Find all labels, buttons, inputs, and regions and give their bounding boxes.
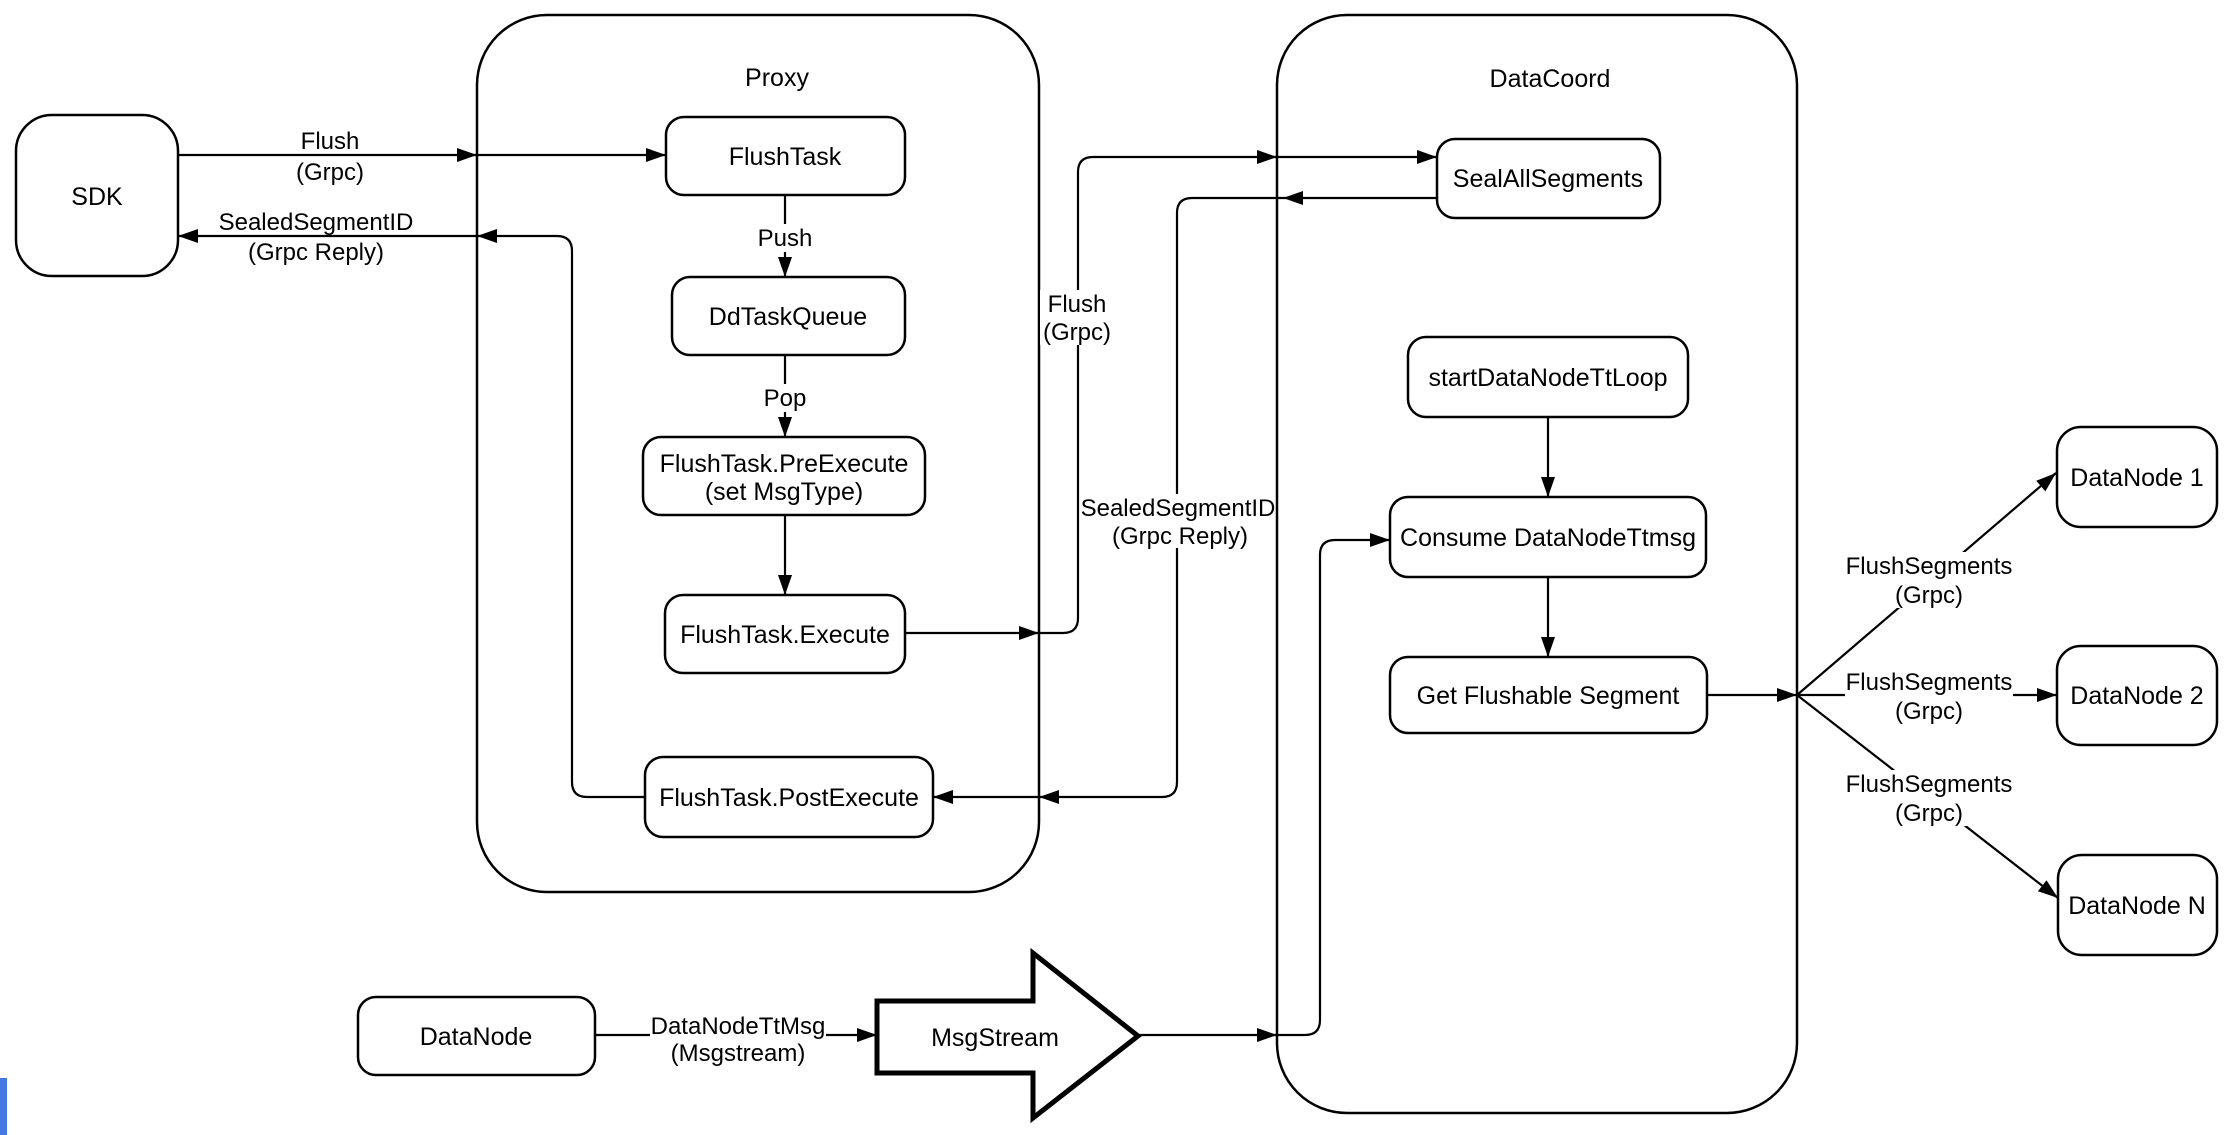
proxy-title: Proxy bbox=[745, 64, 809, 92]
edge-labels: Flush (Grpc) SealedSegmentID (Grpc Reply… bbox=[219, 128, 2013, 1067]
label-flushsegments2-bg bbox=[1845, 668, 2013, 724]
label-flushsegments1-line2: (Grpc) bbox=[1895, 582, 1963, 609]
datanode1-label: DataNode 1 bbox=[2070, 464, 2203, 492]
node-datanoden: DataNode N bbox=[2056, 853, 2219, 957]
flushtask-postexecute-label: FlushTask.PostExecute bbox=[659, 784, 919, 812]
node-datanode1: DataNode 1 bbox=[2055, 425, 2219, 529]
get-flushable-segment-label: Get Flushable Segment bbox=[1417, 682, 1680, 710]
datacoord-boundary bbox=[1275, 13, 1799, 1115]
startdatanodettloop-box bbox=[1406, 335, 1690, 419]
datacoord-title: DataCoord bbox=[1490, 65, 1611, 93]
consume-datanodettmsg-label: Consume DataNodeTtmsg bbox=[1400, 524, 1696, 552]
datanode1-box bbox=[2055, 425, 2219, 529]
msgstream-arrow-shape bbox=[874, 947, 1143, 1124]
flushtask-preexecute-box bbox=[641, 435, 927, 517]
sealallsegments-label: SealAllSegments bbox=[1453, 165, 1643, 193]
edges bbox=[178, 148, 2059, 1042]
flushtask-execute-box bbox=[663, 593, 907, 675]
get-flushable-segment-box bbox=[1388, 655, 1709, 735]
label-datanodettmsg-line2: (Msgstream) bbox=[671, 1040, 806, 1067]
label-flush-mid-line2: (Grpc) bbox=[1043, 319, 1111, 346]
node-datanode: DataNode bbox=[356, 995, 597, 1077]
ddtaskqueue-label: DdTaskQueue bbox=[709, 303, 867, 331]
label-flushsegments2-line2: (Grpc) bbox=[1895, 698, 1963, 725]
flushtask-execute-label: FlushTask.Execute bbox=[680, 621, 890, 649]
left-edge-blue-artifact bbox=[0, 1078, 7, 1135]
label-datanodettmsg-bg bbox=[650, 1012, 826, 1064]
ddtaskqueue-box bbox=[670, 275, 907, 357]
label-sealed-mid-bg bbox=[1083, 494, 1273, 548]
proxy-boundary bbox=[475, 13, 1041, 894]
label-flushsegments3-line2: (Grpc) bbox=[1895, 800, 1963, 827]
flushtask-box bbox=[664, 115, 907, 197]
label-datanodettmsg-line1: DataNodeTtMsg bbox=[651, 1013, 826, 1040]
label-flushsegments1-line1: FlushSegments bbox=[1846, 553, 2013, 580]
flushtask-postexecute-box bbox=[643, 755, 935, 839]
label-flush-sdk-line2: (Grpc) bbox=[296, 159, 364, 186]
sdk-box bbox=[14, 113, 180, 278]
datanoden-box bbox=[2056, 853, 2219, 957]
datanode-label: DataNode bbox=[420, 1023, 533, 1051]
node-flushtask-postexecute: FlushTask.PostExecute bbox=[643, 755, 935, 839]
node-datanode2: DataNode 2 bbox=[2055, 644, 2219, 747]
node-sdk: SDK bbox=[14, 113, 180, 278]
node-msgstream: MsgStream bbox=[874, 947, 1143, 1124]
label-flushsegments1-bg bbox=[1845, 552, 2013, 608]
node-startdatanodettloop: startDataNodeTtLoop bbox=[1406, 335, 1690, 419]
label-flushsegments3-line1: FlushSegments bbox=[1846, 771, 2013, 798]
node-sealallsegments: SealAllSegments bbox=[1435, 137, 1662, 220]
edge-datacoord-entry-to-consume bbox=[1277, 533, 1390, 1037]
flushtask-label: FlushTask bbox=[729, 143, 842, 171]
sealallsegments-box bbox=[1435, 137, 1662, 220]
container-proxy: Proxy bbox=[475, 13, 1041, 894]
msgstream-label: MsgStream bbox=[931, 1024, 1059, 1052]
label-push-bg bbox=[753, 224, 817, 252]
datanoden-label: DataNode N bbox=[2068, 892, 2206, 920]
consume-datanodettmsg-box bbox=[1388, 495, 1708, 579]
startdatanodettloop-label: startDataNodeTtLoop bbox=[1428, 364, 1667, 392]
datanode2-label: DataNode 2 bbox=[2070, 682, 2203, 710]
flushtask-preexecute-label-line1: FlushTask.PreExecute bbox=[660, 450, 909, 478]
node-get-flushable-segment: Get Flushable Segment bbox=[1388, 655, 1709, 735]
datanode-box bbox=[356, 995, 597, 1077]
label-sealed-sdk-line1: SealedSegmentID bbox=[219, 209, 414, 236]
label-flushsegments2-line1: FlushSegments bbox=[1846, 669, 2013, 696]
sdk-label: SDK bbox=[71, 183, 123, 211]
edge-flush-riser-to-datacoord bbox=[1039, 150, 1277, 635]
label-sealed-mid-line1: SealedSegmentID bbox=[1081, 495, 1276, 522]
label-flush-mid-line1: Flush bbox=[1048, 291, 1107, 318]
label-pop-bg bbox=[756, 384, 815, 412]
node-flushtask-execute: FlushTask.Execute bbox=[663, 593, 907, 675]
container-datacoord: DataCoord bbox=[1275, 13, 1799, 1115]
node-consume-datanodettmsg: Consume DataNodeTtmsg bbox=[1388, 495, 1708, 579]
nodes: SDK FlushTask DdTaskQueue FlushTask.PreE… bbox=[14, 113, 2219, 1124]
label-sealed-mid-line2: (Grpc Reply) bbox=[1112, 523, 1248, 550]
label-flushsegments3-bg bbox=[1845, 770, 2013, 826]
flushtask-preexecute-label-line2: (set MsgType) bbox=[705, 478, 863, 506]
node-ddtaskqueue: DdTaskQueue bbox=[670, 275, 907, 357]
node-flushtask-preexecute: FlushTask.PreExecute (set MsgType) bbox=[641, 435, 927, 517]
node-flushtask: FlushTask bbox=[664, 115, 907, 197]
datanode2-box bbox=[2055, 644, 2219, 747]
label-pop: Pop bbox=[764, 385, 807, 412]
label-flush-sdk-line1: Flush bbox=[301, 128, 360, 155]
label-flush-mid-bg bbox=[1040, 290, 1116, 345]
label-push: Push bbox=[758, 225, 813, 252]
label-sealed-sdk-line2: (Grpc Reply) bbox=[248, 239, 384, 266]
edge-postexecute-to-proxy-edge bbox=[477, 229, 645, 799]
